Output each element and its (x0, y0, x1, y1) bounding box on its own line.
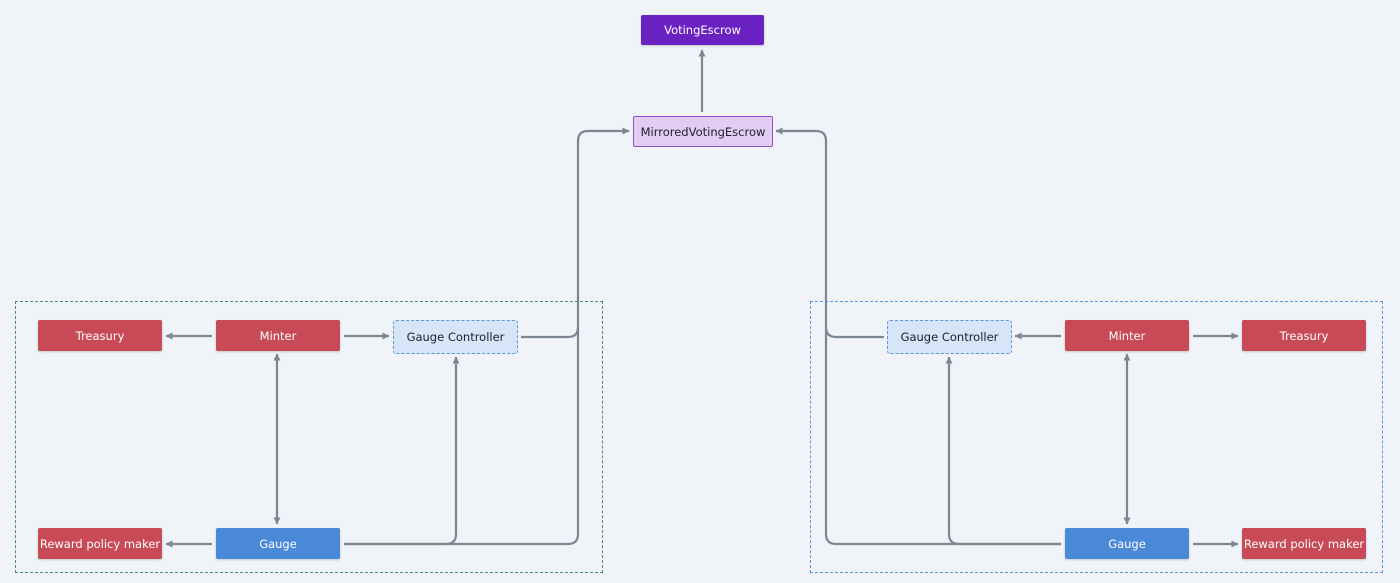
right-gauge-controller-node[interactable]: Gauge Controller (887, 320, 1012, 354)
right-minter-node[interactable]: Minter (1065, 320, 1189, 351)
left-reward-policy-maker-node[interactable]: Reward policy maker (38, 528, 162, 559)
right-gauge-node[interactable]: Gauge (1065, 528, 1189, 559)
left-gauge-node[interactable]: Gauge (216, 528, 340, 559)
line-left-gaugecontroller-to-trunk (521, 326, 580, 339)
left-gauge-controller-node[interactable]: Gauge Controller (393, 320, 518, 354)
arrow-left-gauge-to-mirrored (344, 127, 630, 546)
voting-escrow-node[interactable]: VotingEscrow (641, 15, 764, 45)
right-treasury-node[interactable]: Treasury (1242, 320, 1366, 351)
left-minter-node[interactable]: Minter (216, 320, 340, 351)
line-right-gaugecontroller-to-trunk (824, 326, 884, 339)
left-cluster-boundary (15, 301, 603, 573)
mirrored-voting-escrow-node[interactable]: MirroredVotingEscrow (633, 116, 773, 147)
right-reward-policy-maker-node[interactable]: Reward policy maker (1242, 528, 1366, 559)
right-cluster-boundary (810, 301, 1383, 573)
arrow-right-gauge-to-mirrored (775, 127, 1061, 546)
left-treasury-node[interactable]: Treasury (38, 320, 162, 351)
